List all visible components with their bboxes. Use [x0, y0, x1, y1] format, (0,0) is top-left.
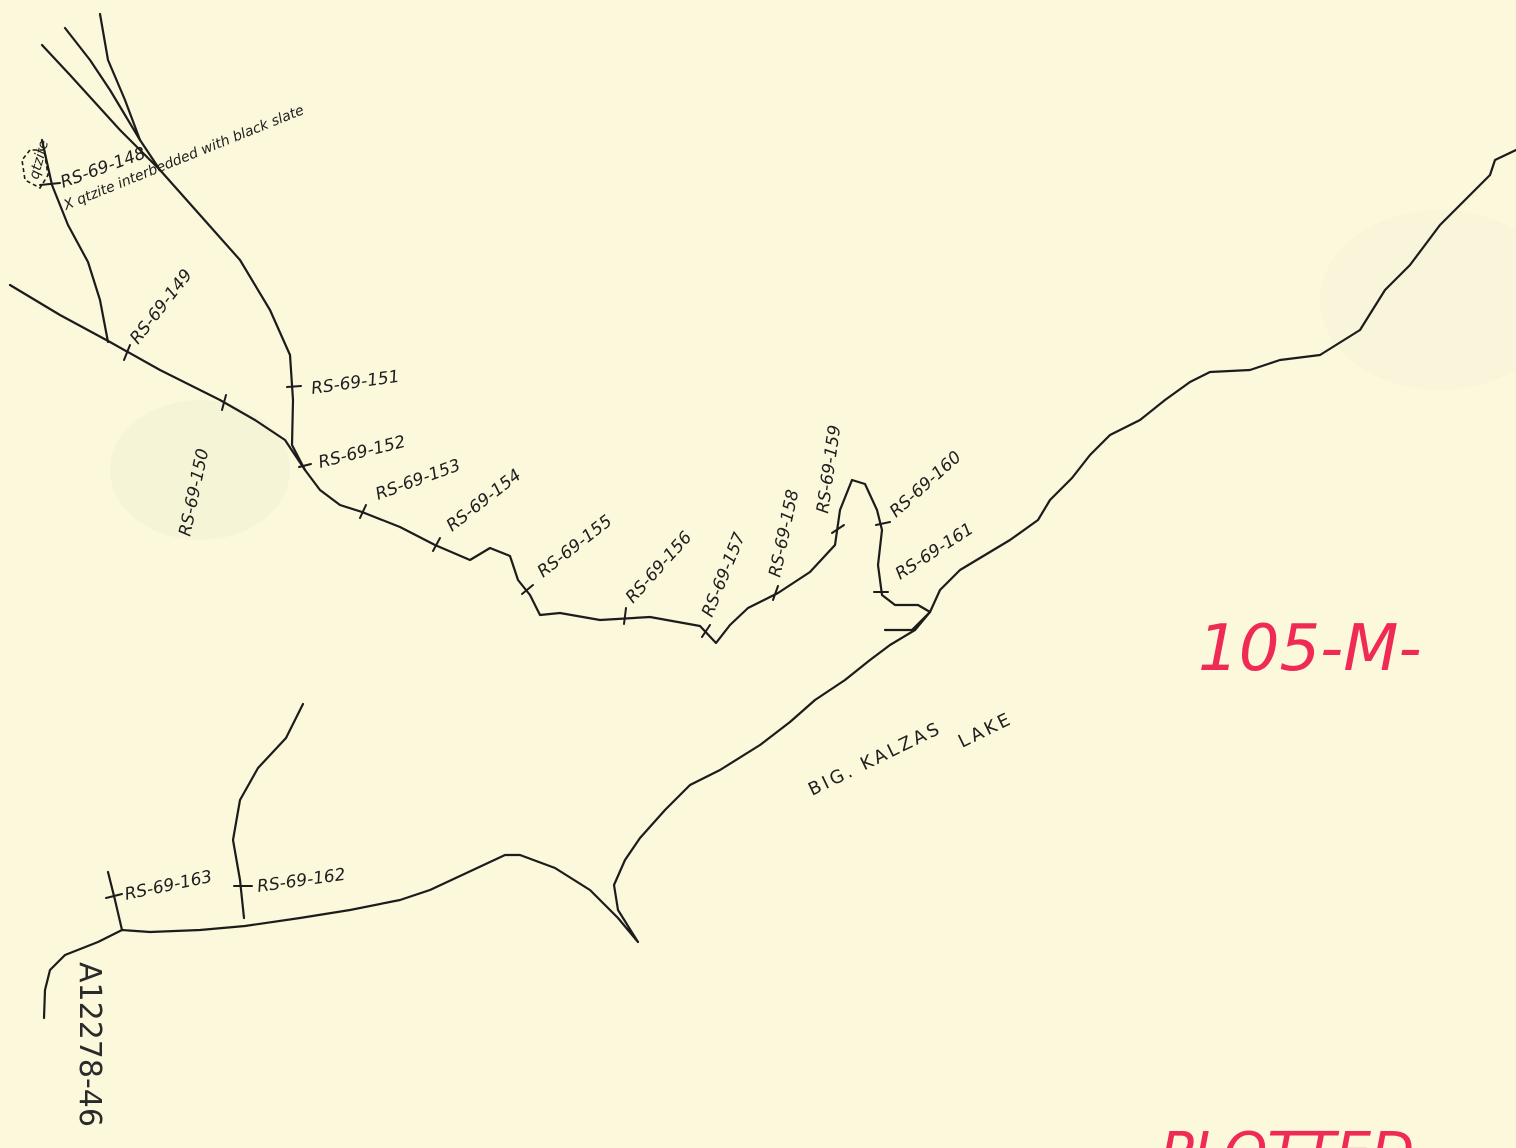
qtzite-outline [21, 149, 49, 190]
shoreline-north [928, 148, 1516, 614]
station-label-156: RS-69-156 [622, 528, 697, 608]
paper-stain [1320, 210, 1516, 390]
creek-west-branch [40, 138, 110, 344]
tick-163 [105, 893, 123, 899]
main-creek [360, 478, 932, 645]
station-label-162: RS-69-162 [256, 865, 347, 897]
tick-152 [298, 463, 312, 468]
station-label-155: RS-69-155 [534, 511, 616, 582]
lake-label-big-kalzas: BIG. KALZAS [805, 718, 945, 801]
tick-154 [432, 537, 441, 552]
accession-number: A12278-46 [72, 962, 107, 1127]
creek-upper-left [40, 43, 364, 514]
streams [8, 12, 932, 932]
tick-155 [521, 584, 534, 595]
tick-153 [359, 504, 367, 519]
lake-label-lake: LAKE [955, 708, 1016, 752]
shoreline-south [42, 610, 932, 1020]
plotted-stamp: PLOTTED [1160, 1121, 1414, 1148]
lower-creek-north [231, 702, 305, 920]
lake-shoreline [42, 148, 1516, 1020]
tick-156 [623, 607, 627, 625]
tick-159 [831, 524, 845, 534]
station-label-158: RS-69-158 [765, 488, 803, 579]
station-ticks [39, 182, 891, 899]
station-label-152: RS-69-152 [316, 432, 407, 473]
lower-creek-west [106, 870, 124, 932]
station-label-157: RS-69-157 [698, 530, 750, 620]
tick-150 [221, 394, 227, 411]
map-number-annotation: 105-M- [1198, 612, 1422, 686]
tick-157 [701, 624, 711, 638]
station-labels: RS-69-148 RS-69-149 RS-69-150 RS-69-151 … [58, 143, 977, 904]
station-label-161: RS-69-161 [892, 519, 977, 584]
station-label-163: RS-69-163 [123, 867, 214, 905]
station-label-151: RS-69-151 [310, 367, 401, 399]
tick-158 [772, 585, 779, 601]
tick-148 [39, 182, 61, 186]
tick-160 [875, 521, 891, 526]
creek-west-long [8, 283, 307, 472]
creek-branch-top2 [98, 12, 142, 142]
paper-stain [110, 400, 290, 540]
tick-151 [286, 385, 302, 388]
creek-branch-top [63, 26, 162, 172]
station-label-149: RS-69-149 [126, 266, 197, 348]
station-label-159: RS-69-159 [813, 424, 845, 515]
station-label-153: RS-69-153 [373, 455, 463, 504]
tick-149 [123, 344, 131, 361]
station-label-160: RS-69-160 [886, 447, 965, 521]
